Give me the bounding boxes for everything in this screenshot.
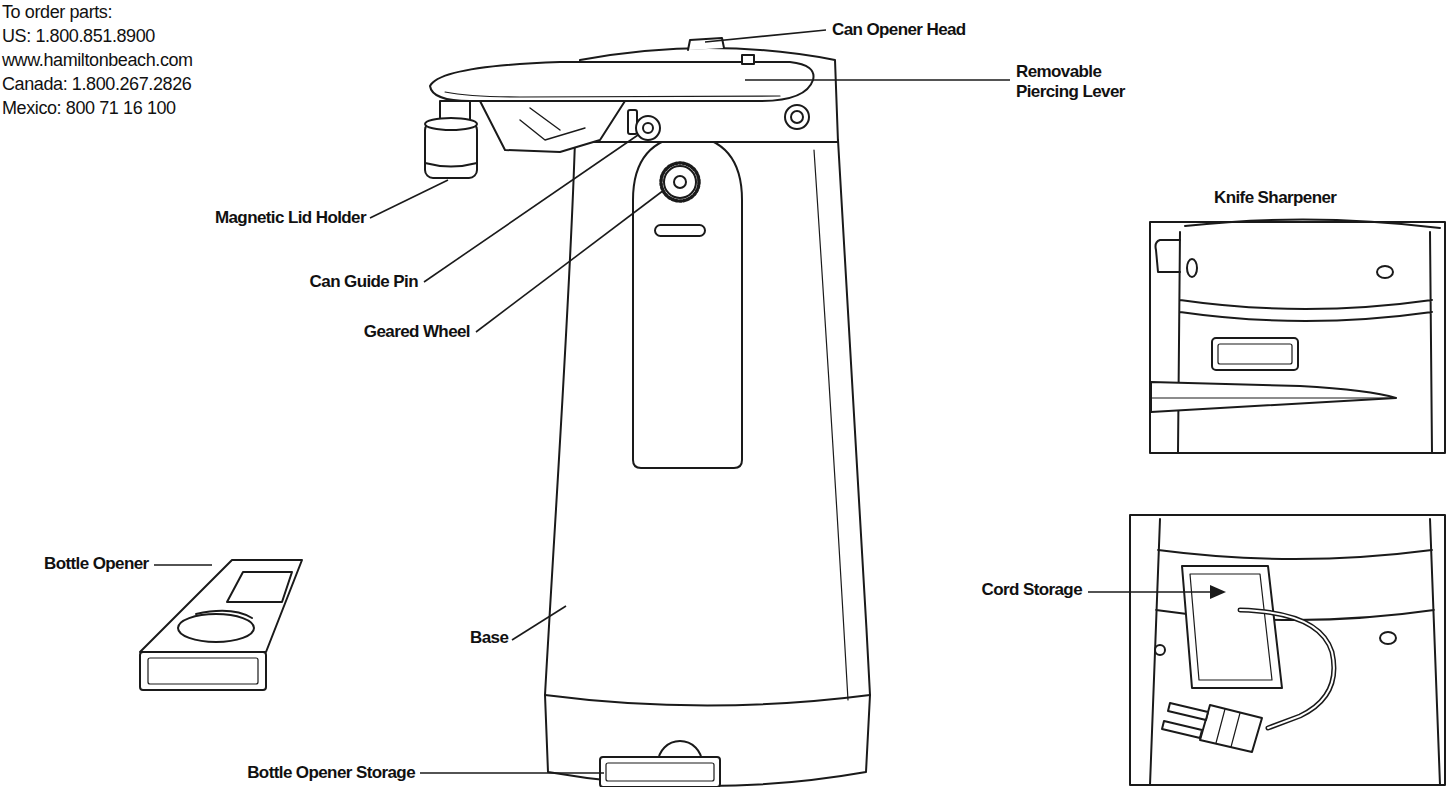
geared-wheel-hub	[674, 176, 686, 188]
knife-blade	[1151, 382, 1396, 412]
leader-line	[154, 564, 212, 566]
bottle-opener-hook	[196, 611, 252, 618]
part-label: Bottle Opener	[44, 554, 149, 574]
guide-pin-center	[643, 123, 653, 133]
part-label: Cord Storage	[982, 580, 1082, 600]
bottle-opener-ring	[178, 614, 254, 642]
part-label: Knife Sharpener	[1214, 188, 1336, 208]
sharpener-body	[1178, 219, 1440, 453]
power-cord-core	[1240, 610, 1334, 728]
piercing-lever	[430, 62, 814, 101]
contact-line: To order parts:	[2, 2, 112, 23]
lever-edge	[445, 92, 780, 97]
cord-storage-inset	[1130, 515, 1445, 785]
contact-line: US: 1.800.851.8900	[2, 26, 155, 47]
cord-recess	[1182, 566, 1282, 688]
knife-sharpener-inset	[1150, 222, 1445, 453]
sharpener-slot-inner	[1218, 344, 1292, 364]
part-label: Can Opener Head	[832, 20, 966, 40]
sharpener-hole-right	[1377, 266, 1393, 278]
geared-wheel	[664, 166, 696, 198]
head-top-notch	[688, 38, 724, 50]
plug-ribs	[1216, 709, 1240, 747]
plug-body	[1200, 705, 1262, 752]
cord-base-body	[1150, 519, 1440, 785]
sharpener-handle	[1156, 240, 1181, 272]
cutter-detail	[520, 108, 585, 140]
leader-line	[512, 606, 566, 640]
lid-holder-top	[425, 118, 477, 130]
power-cord	[1240, 610, 1334, 728]
contact-line: www.hamiltonbeach.com	[2, 50, 193, 71]
bottle-opener-face	[140, 652, 266, 690]
leader-arrow-line	[1088, 591, 1214, 593]
base-band	[545, 695, 870, 706]
leader-line	[424, 135, 638, 282]
cord-hole-left	[1155, 645, 1165, 655]
bottle-opener-grip	[148, 658, 258, 684]
storage-grip	[606, 763, 714, 781]
bottle-opener-storage	[600, 757, 720, 787]
part-label: Bottle Opener Storage	[247, 763, 415, 783]
leader-line	[745, 79, 1010, 81]
knife-edge	[1151, 397, 1396, 398]
plug-prong-bottom	[1162, 721, 1202, 738]
can-guide-pin	[636, 116, 660, 140]
cutter-assembly	[480, 101, 625, 152]
leader-line	[420, 772, 604, 774]
release-button-center	[791, 111, 803, 123]
wheel-slot	[655, 225, 705, 236]
part-label: Geared Wheel	[364, 322, 470, 342]
geared-wheel-teeth	[661, 163, 699, 201]
sharpener-slot	[1212, 338, 1298, 370]
base-side-line	[814, 150, 848, 700]
bottle-opener-tray	[140, 560, 302, 652]
plug-prong-top	[1168, 703, 1208, 720]
leader-line	[476, 190, 664, 332]
part-label: Removable Piercing Lever	[1016, 62, 1148, 101]
cord-hole-right	[1380, 632, 1396, 644]
bottle-opener-window	[227, 572, 292, 602]
sharpener-hole	[1187, 259, 1197, 277]
leader-arrowhead	[1210, 585, 1226, 599]
cord-recess-inner	[1190, 574, 1272, 680]
part-label: Base	[470, 628, 508, 648]
leader-line	[705, 30, 826, 42]
part-label: Can Guide Pin	[310, 272, 418, 292]
part-label: Magnetic Lid Holder	[215, 208, 366, 228]
contact-line: Mexico: 800 71 16 100	[2, 98, 176, 119]
lid-holder-band	[425, 163, 477, 167]
front-panel	[633, 135, 742, 468]
leader-line	[370, 180, 448, 218]
head-latch	[742, 55, 754, 64]
release-button	[785, 105, 809, 129]
contact-line: Canada: 1.800.267.2826	[2, 74, 191, 95]
